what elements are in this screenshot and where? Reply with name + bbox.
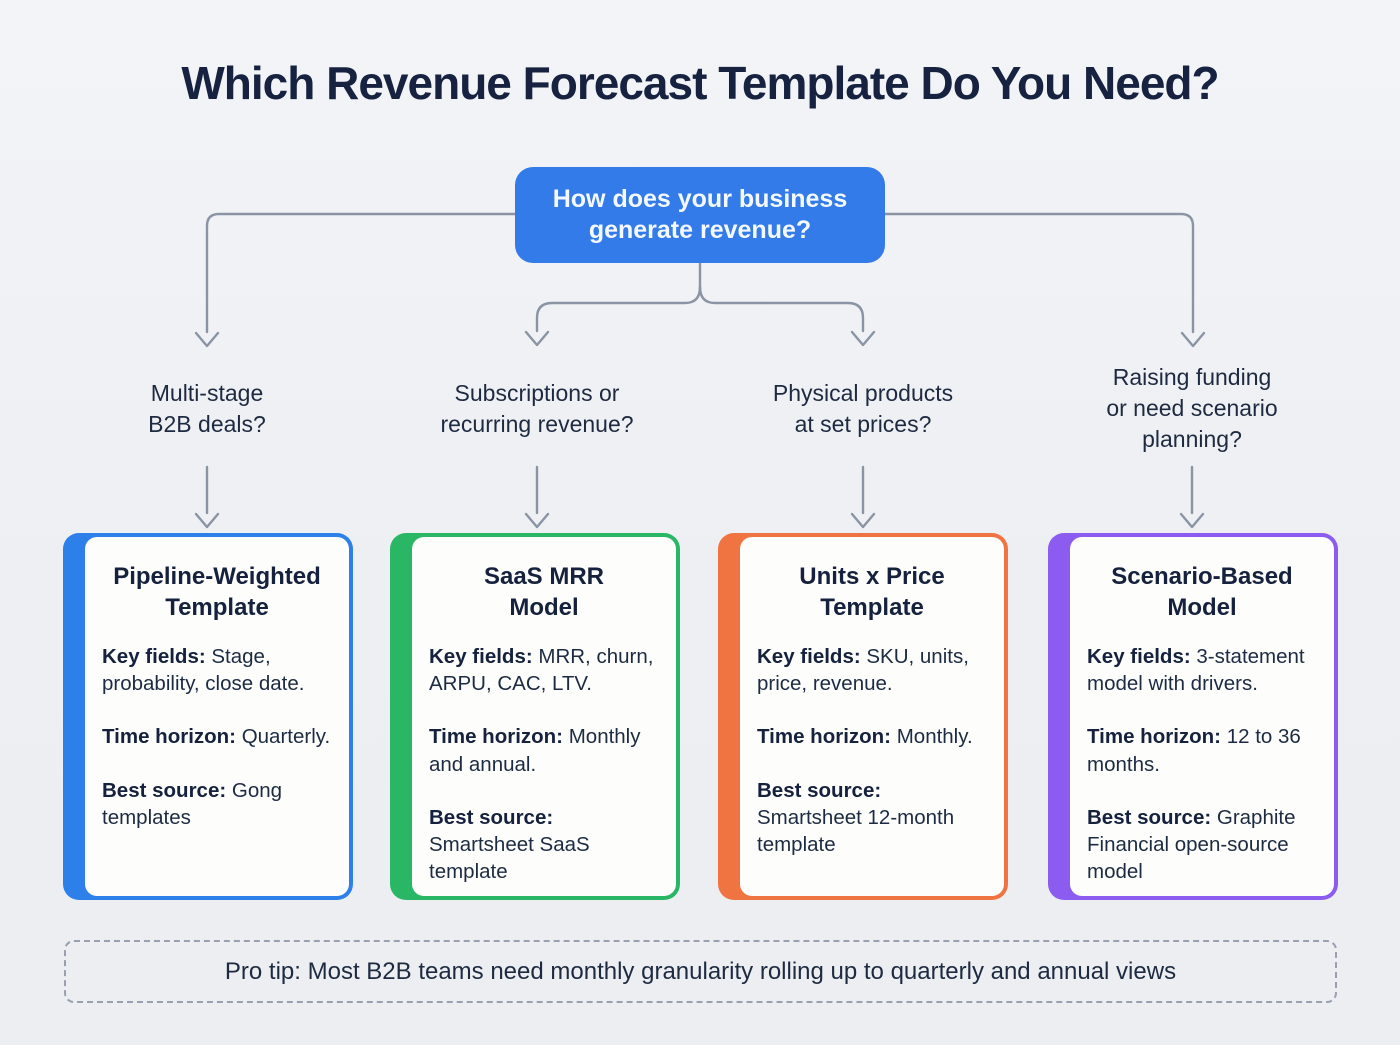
card-time-horizon-text: Monthly. (891, 725, 973, 749)
card-body: SaaS MRR Model Key fields: MRR, churn, A… (412, 537, 676, 896)
card-best-source: Best source: Gong templates (102, 777, 332, 831)
arrowhead-down-icon (524, 512, 550, 529)
card-title: Scenario-Based Model (1111, 563, 1293, 622)
arrowhead-down-icon (850, 330, 876, 347)
card-body: Pipeline-Weighted Template Key fields: S… (85, 537, 349, 896)
card-title: Pipeline-Weighted Template (113, 563, 321, 622)
arrowhead-down-icon (524, 330, 550, 347)
card-title: Units x Price Template (799, 563, 945, 622)
card-key-fields: Key fields: Stage, probability, close da… (102, 643, 332, 697)
card-best-source-label: Best source: (429, 805, 554, 829)
card-key-fields: Key fields: MRR, churn, ARPU, CAC, LTV. (429, 643, 659, 697)
card-time-horizon-label: Time horizon: (757, 725, 892, 749)
card-best-source-label: Best source: (757, 778, 882, 802)
root-question-node: How does your business generate revenue? (515, 167, 885, 263)
card-best-source-text: Smartsheet SaaS template (429, 832, 590, 883)
branch-label-physical-products: Physical products at set prices? (772, 380, 954, 438)
connector-center-left (535, 285, 702, 333)
card-time-horizon: Time horizon: Monthly and annual. (429, 723, 659, 777)
card-best-source: Best source: Graphite Financial open-sou… (1087, 804, 1317, 885)
card-best-source-label: Best source: (102, 778, 227, 802)
card-title: SaaS MRR Model (483, 563, 605, 622)
card-best-source-text: Gong templates (102, 778, 283, 829)
card-best-source-text: Smartsheet 12-month template (757, 805, 955, 856)
card-key-fields-label: Key fields: (1087, 645, 1191, 669)
card-best-source-text: Graphite Financial open-source model (1087, 805, 1296, 883)
root-question-text: How does your business generate revenue? (552, 184, 848, 244)
card-time-horizon-text: Monthly and annual. (429, 725, 641, 776)
card-time-horizon: Time horizon: Monthly. (757, 723, 987, 750)
arrowhead-down-icon (194, 331, 220, 348)
card-time-horizon-label: Time horizon: (1087, 725, 1222, 749)
card-scenario-based-model: Scenario-Based Model Key fields: 3-state… (1048, 533, 1338, 900)
card-best-source-label: Best source: (1087, 805, 1212, 829)
card-key-fields-text: SKU, units, price, revenue. (757, 645, 969, 696)
card-body: Units x Price Template Key fields: SKU, … (740, 537, 1004, 896)
branch-label-multistage-b2b: Multi-stage B2B deals? (148, 380, 266, 438)
arrowhead-down-icon (850, 512, 876, 529)
arrowhead-down-icon (1179, 512, 1205, 529)
card-key-fields: Key fields: 3-statement model with drive… (1087, 643, 1317, 697)
pro-tip-text: Pro tip: Most B2B teams need monthly gra… (224, 957, 1177, 985)
connector-center-right (698, 285, 865, 333)
card-saas-mrr-model: SaaS MRR Model Key fields: MRR, churn, A… (390, 533, 680, 900)
card-time-horizon-text: 12 to 36 months. (1087, 725, 1301, 776)
card-best-source: Best source: Smartsheet SaaS template (429, 804, 659, 885)
card-key-fields: Key fields: SKU, units, price, revenue. (757, 643, 987, 697)
card-body: Scenario-Based Model Key fields: 3-state… (1070, 537, 1334, 896)
card-key-fields-text: MRR, churn, ARPU, CAC, LTV. (429, 645, 654, 696)
pro-tip-banner: Pro tip: Most B2B teams need monthly gra… (64, 940, 1337, 1003)
card-key-fields-label: Key fields: (757, 645, 861, 669)
connector-right (883, 212, 1195, 334)
card-time-horizon-label: Time horizon: (102, 725, 237, 749)
card-key-fields-label: Key fields: (102, 645, 206, 669)
card-pipeline-weighted-template: Pipeline-Weighted Template Key fields: S… (63, 533, 353, 900)
card-key-fields-label: Key fields: (429, 645, 533, 669)
branch-label-subscriptions: Subscriptions or recurring revenue? (440, 380, 634, 438)
page-title: Which Revenue Forecast Template Do You N… (181, 57, 1219, 109)
card-time-horizon: Time horizon: 12 to 36 months. (1087, 723, 1317, 777)
connector-left (205, 212, 517, 334)
branch-label-scenario-planning: Raising funding or need scenario plannin… (1106, 364, 1278, 453)
card-time-horizon-text: Quarterly. (236, 725, 331, 749)
card-units-x-price-template: Units x Price Template Key fields: SKU, … (718, 533, 1008, 900)
card-best-source: Best source: Smartsheet 12-month templat… (757, 777, 987, 858)
card-key-fields-text: Stage, probability, close date. (102, 645, 305, 696)
card-time-horizon-label: Time horizon: (429, 725, 564, 749)
card-time-horizon: Time horizon: Quarterly. (102, 723, 332, 750)
arrowhead-down-icon (194, 512, 220, 529)
card-key-fields-text: 3-statement model with drivers. (1087, 645, 1305, 696)
arrowhead-down-icon (1180, 331, 1206, 348)
